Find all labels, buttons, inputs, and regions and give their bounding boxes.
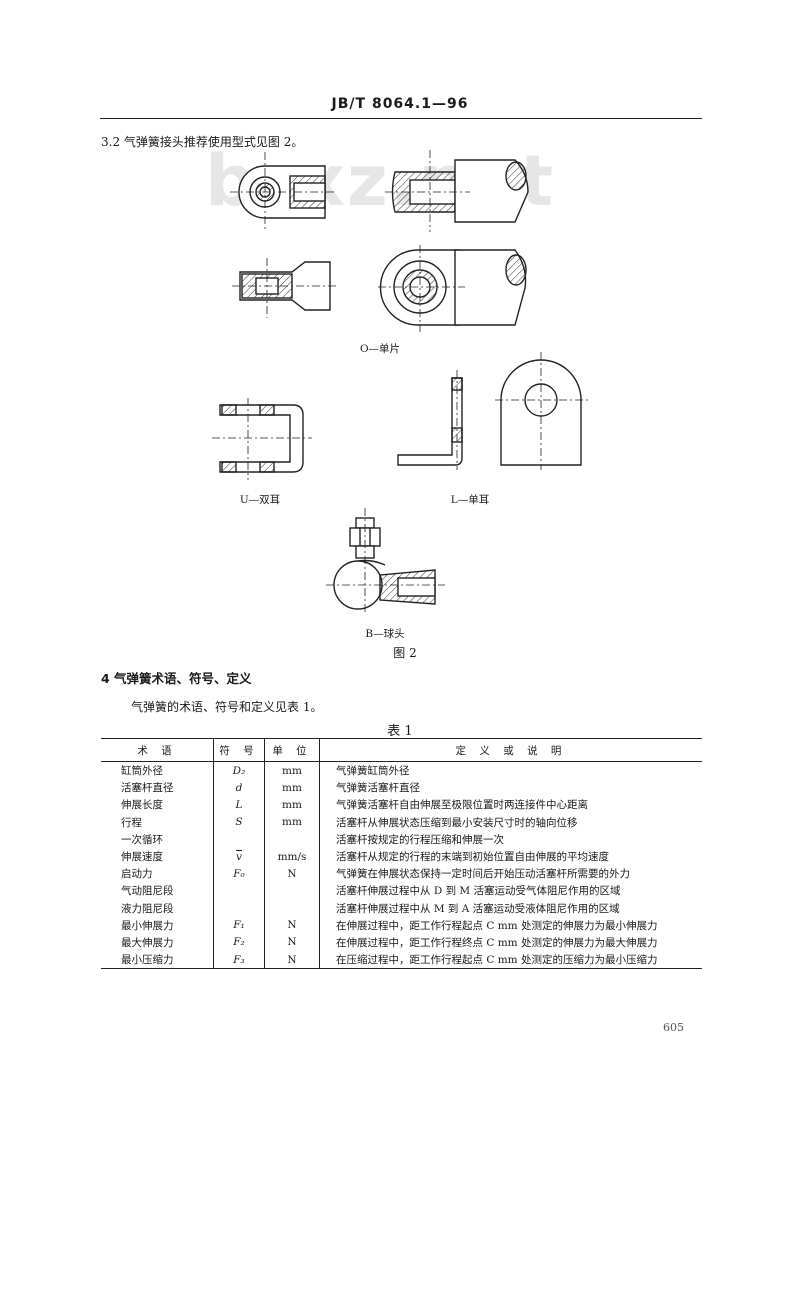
o-type-section-drawing (232, 258, 338, 318)
u-type-clevis-drawing (212, 398, 312, 480)
definition-cell: 活塞杆从规定的行程的末端到初始位置自由伸展的平均速度 (319, 847, 702, 866)
table-row: 伸展长度 L mm 气弹簧活塞杆自由伸展至极限位置时两连接件中心距离 (101, 796, 702, 814)
unit-cell: mm (264, 779, 320, 797)
symbol-cell: S (213, 813, 265, 831)
definition-cell: 气弹簧活塞杆直径 (319, 779, 702, 797)
definition-cell: 活塞杆按规定的行程压缩和伸展一次 (319, 830, 702, 848)
figure-label: 图 2 (393, 646, 417, 660)
table-row: 活塞杆直径 d mm 气弹簧活塞杆直径 (101, 779, 702, 797)
unit-cell (264, 899, 320, 917)
term-cell: 液力阻尼段 (121, 902, 174, 915)
table-row: 液力阻尼段 活塞杆伸展过程中从 M 到 A 活塞运动受液体阻尼作用的区域 (101, 899, 702, 917)
symbol-cell: L (213, 796, 265, 814)
header-rule (100, 118, 702, 119)
unit-cell: N (264, 933, 320, 952)
table-row: 缸筒外径 D₂ mm 气弹簧缸筒外径 (101, 761, 702, 780)
symbol-cell: d (213, 779, 265, 797)
definition-cell: 气弹簧活塞杆自由伸展至极限位置时两连接件中心距离 (319, 796, 702, 814)
table-row: 最小伸展力 F₁ N 在伸展过程中，距工作行程起点 C mm 处测定的伸展力为最… (101, 916, 702, 934)
symbol-cell (213, 882, 265, 900)
o-type-single-plate-drawing (378, 245, 527, 332)
section-3-2-text: 3.2 气弹簧接头推荐使用型式见图 2。 (101, 135, 304, 149)
table-row: 启动力 F₀ N 气弹簧在伸展状态保持一定时间后开始压动活塞杆所需要的外力 (101, 865, 702, 883)
caption-b-type: B—球头 (365, 628, 405, 640)
l-type-eye-front-drawing (495, 352, 588, 470)
term-cell: 气动阻尼段 (121, 885, 174, 898)
o-type-eye-side-drawing (385, 150, 529, 232)
unit-cell: mm (264, 813, 320, 831)
section-4-heading: 4 气弹簧术语、符号、定义 (101, 671, 252, 686)
document-code: JB/T 8064.1—96 (331, 96, 469, 112)
unit-cell: N (264, 951, 320, 970)
table-row: 行程 S mm 活塞杆从伸展状态压缩到最小安装尺寸时的轴向位移 (101, 813, 702, 831)
page-number: 605 (663, 1021, 684, 1034)
unit-cell (264, 830, 320, 848)
caption-o-type: O—单片 (359, 343, 401, 355)
table-row: 最大伸展力 F₂ N 在伸展过程中，距工作行程终点 C mm 处测定的伸展力为最… (101, 933, 702, 952)
definition-cell: 气弹簧缸筒外径 (319, 761, 702, 780)
symbol-cell: F₂ (213, 933, 265, 952)
term-cell: 活塞杆直径 (121, 782, 174, 795)
b-type-ball-joint-drawing (326, 508, 445, 615)
symbol-cell: D₂ (213, 761, 265, 780)
header-unit: 单 位 (264, 738, 320, 762)
definition-cell: 活塞杆从伸展状态压缩到最小安装尺寸时的轴向位移 (319, 813, 702, 831)
caption-l-type: L—单耳 (450, 494, 490, 506)
term-cell: 启动力 (121, 868, 153, 881)
header-symbol: 符 号 (213, 738, 265, 762)
term-cell: 伸展长度 (121, 799, 163, 812)
terms-table: 术 语 符 号 单 位 定 义 或 说 明 缸筒外径 D₂ mm 气弹簧缸筒外径… (101, 738, 702, 970)
unit-cell: N (264, 916, 320, 934)
definition-cell: 活塞杆伸展过程中从 M 到 A 活塞运动受液体阻尼作用的区域 (319, 899, 702, 917)
unit-cell: mm (264, 761, 320, 780)
symbol-cell (213, 830, 265, 848)
section-4-paragraph: 气弹簧的术语、符号和定义见表 1。 (131, 700, 323, 714)
unit-cell: mm (264, 796, 320, 814)
table-row: 伸展速度 v mm/s 活塞杆从规定的行程的末端到初始位置自由伸展的平均速度 (101, 847, 702, 866)
header-term: 术 语 (101, 738, 214, 762)
symbol-cell: v (213, 847, 265, 866)
term-cell: 一次循环 (121, 833, 163, 846)
table-row: 最小压缩力 F₃ N 在压缩过程中，距工作行程起点 C mm 处测定的压缩力为最… (101, 951, 702, 970)
table-header-row: 术 语 符 号 单 位 定 义 或 说 明 (101, 738, 702, 762)
o-type-eye-drawing (230, 152, 335, 232)
term-cell: 最小压缩力 (101, 951, 214, 970)
table-row: 气动阻尼段 活塞杆伸展过程中从 D 到 M 活塞运动受气体阻尼作用的区域 (101, 882, 702, 900)
definition-cell: 活塞杆伸展过程中从 D 到 M 活塞运动受气体阻尼作用的区域 (319, 882, 702, 900)
symbol-cell: F₁ (213, 916, 265, 934)
l-type-bracket-drawing (397, 370, 463, 470)
caption-u-type: U—双耳 (239, 494, 281, 506)
definition-cell: 在压缩过程中，距工作行程起点 C mm 处测定的压缩力为最小压缩力 (319, 951, 702, 970)
term-cell: 缸筒外径 (121, 765, 163, 778)
table-row: 一次循环 活塞杆按规定的行程压缩和伸展一次 (101, 830, 702, 848)
symbol-cell: F₀ (213, 865, 265, 883)
header-definition: 定 义 或 说 明 (319, 738, 702, 762)
term-cell: 行程 (121, 816, 142, 829)
unit-cell: N (264, 865, 320, 883)
term-cell: 最小伸展力 (121, 919, 174, 932)
term-cell: 伸展速度 (121, 851, 163, 864)
symbol-cell: F₃ (213, 951, 265, 970)
definition-cell: 在伸展过程中，距工作行程起点 C mm 处测定的伸展力为最小伸展力 (319, 916, 702, 934)
unit-cell (264, 882, 320, 900)
table-title: 表 1 (387, 724, 413, 739)
unit-cell: mm/s (264, 847, 320, 866)
term-cell: 最大伸展力 (121, 936, 174, 949)
symbol-cell (213, 899, 265, 917)
definition-cell: 在伸展过程中，距工作行程终点 C mm 处测定的伸展力为最大伸展力 (319, 933, 702, 952)
definition-cell: 气弹簧在伸展状态保持一定时间后开始压动活塞杆所需要的外力 (319, 865, 702, 883)
